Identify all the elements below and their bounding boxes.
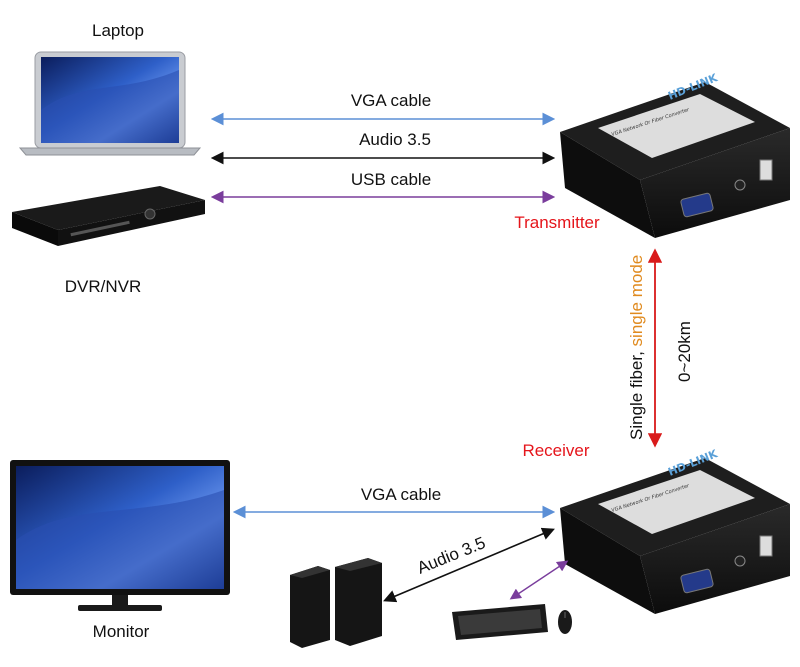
dvr-label: DVR/NVR	[65, 277, 142, 296]
receiver-label: Receiver	[522, 441, 589, 460]
fiber-label-a: Single fiber,	[627, 346, 646, 440]
transmitter-device: VGA Network Or Fiber Converter HD-LINK	[560, 71, 790, 238]
vga-cable-label-top: VGA cable	[351, 91, 431, 110]
audio-line-bottom	[383, 527, 555, 603]
keyboard-icon	[452, 604, 548, 640]
receiver-device: VGA Network Or Fiber Converter HD-LINK	[560, 447, 790, 614]
distance-label: 0~20km	[675, 321, 694, 382]
transmitter-label: Transmitter	[514, 213, 600, 232]
audio-label-bottom: Audio 3.5	[414, 533, 488, 578]
top-links	[210, 112, 556, 204]
audio-label-top: Audio 3.5	[359, 130, 431, 149]
dvr-icon	[12, 186, 205, 246]
speakers-icon	[290, 558, 382, 648]
fiber-label: Single fiber, single mode	[627, 255, 646, 440]
monitor-label: Monitor	[93, 622, 150, 641]
usb-cable-label: USB cable	[351, 170, 431, 189]
laptop-icon	[18, 51, 202, 156]
mouse-icon	[558, 610, 572, 634]
vga-cable-label-bottom: VGA cable	[361, 485, 441, 504]
usb-line-bottom	[509, 560, 569, 600]
fiber-label-b: single mode	[627, 255, 646, 347]
monitor-icon	[10, 460, 230, 611]
laptop-label: Laptop	[92, 21, 144, 40]
